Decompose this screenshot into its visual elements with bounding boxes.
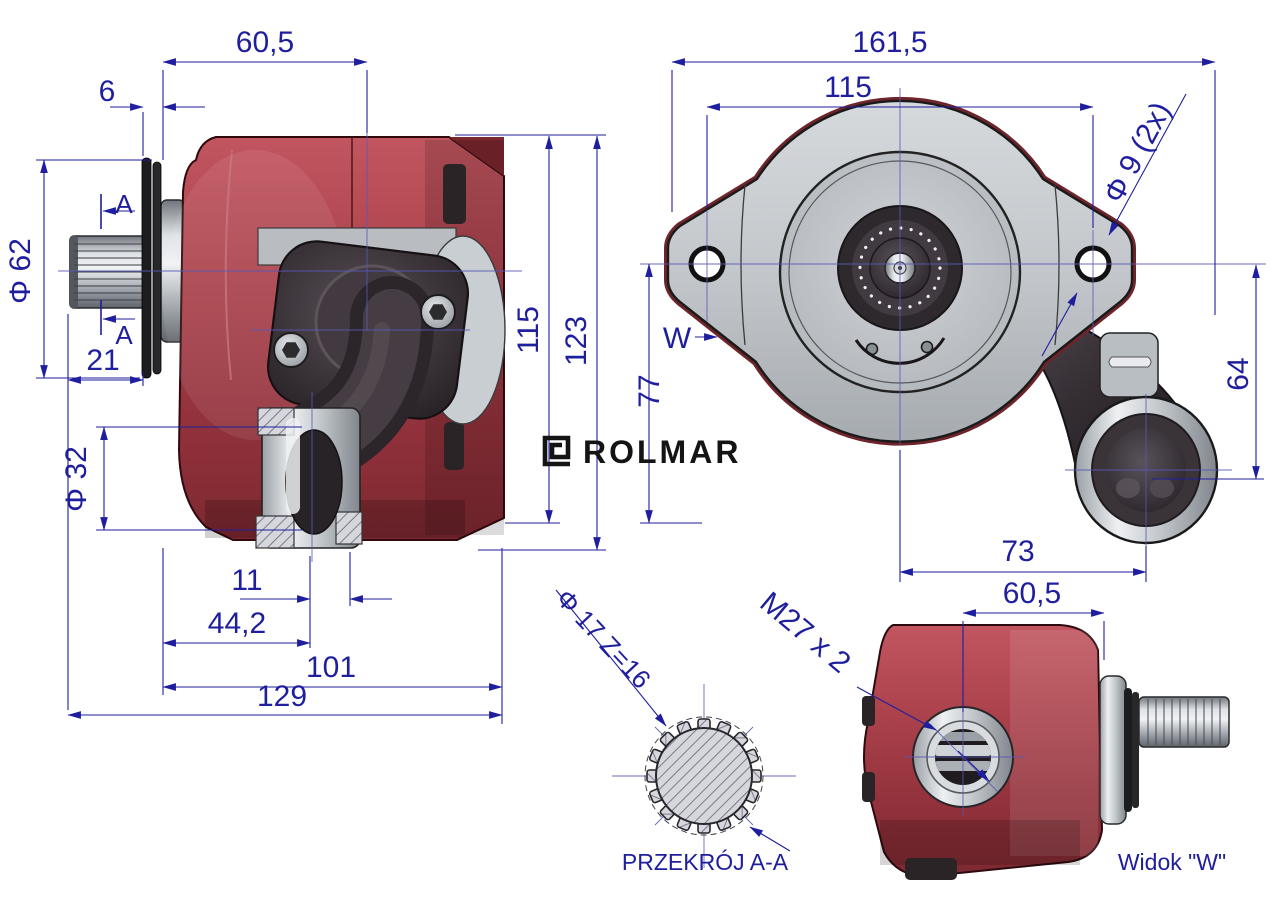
dim-64: 64 xyxy=(1222,357,1255,390)
spline-outer-circle xyxy=(644,716,764,836)
section-mark-a-top: A xyxy=(115,189,133,219)
bolt-right xyxy=(420,294,456,330)
side-dim-lines xyxy=(36,58,606,724)
dim-60-5-side: 60,5 xyxy=(236,26,294,59)
widok-dim-lines xyxy=(856,609,1105,782)
dim-6: 6 xyxy=(99,75,116,108)
dim-161-5: 161,5 xyxy=(852,26,927,59)
splined-shaft-section xyxy=(646,718,762,834)
body-tab-bottom xyxy=(444,422,464,470)
dim-phi32: Φ 32 xyxy=(60,446,93,512)
dim-phi9: Φ 9 (2x) xyxy=(1097,97,1177,209)
body-tab-top xyxy=(443,164,466,224)
dim-phi17-z16: Φ 17 Z=16 xyxy=(550,583,657,694)
section-caption: PRZEKRÓJ A-A xyxy=(622,849,789,875)
front-centerlines xyxy=(640,88,1266,548)
dim-101: 101 xyxy=(306,651,356,684)
rolmar-logo-icon xyxy=(542,435,571,467)
section-mark-a-bottom: A xyxy=(115,320,133,350)
input-shaft xyxy=(69,235,147,309)
widok-w-view: 60,5 M27 x 2 Widok "W" xyxy=(754,577,1230,880)
dim-115-front: 115 xyxy=(824,71,872,104)
rolmar-logo-text: ROLMAR xyxy=(583,434,741,470)
dim-73: 73 xyxy=(1001,535,1034,568)
dim-77: 77 xyxy=(633,374,666,407)
dim-11: 11 xyxy=(231,564,262,597)
section-a-a: Φ 17 Z=16 PRZEKRÓJ A-A xyxy=(550,583,796,875)
bottom-port xyxy=(255,407,363,549)
dim-phi62: Φ 62 xyxy=(4,238,37,304)
dim-44-2: 44,2 xyxy=(208,607,266,640)
front-view: 161,5 115 Φ 9 (2x) W 77 64 73 xyxy=(633,26,1266,582)
dim-21: 21 xyxy=(86,344,119,377)
dim-123: 123 xyxy=(560,316,593,366)
brand-logo: ROLMAR xyxy=(542,434,741,470)
dim-129: 129 xyxy=(257,680,307,713)
dim-m27x2: M27 x 2 xyxy=(754,586,857,680)
bolt-left xyxy=(273,332,309,368)
widok-caption: Widok "W" xyxy=(1118,849,1226,875)
front-dim-lines xyxy=(640,58,1264,582)
circlip-hole-right xyxy=(920,340,934,354)
dim-115-side: 115 xyxy=(512,306,545,354)
view-w-label: W xyxy=(663,322,692,355)
widok-shaft-end xyxy=(1099,675,1230,825)
side-view: 60,5 6 Φ 62 A A 21 Φ 32 11 44,2 101 129 … xyxy=(4,26,606,724)
section-leaders xyxy=(555,589,791,852)
dim-60-5-widok: 60,5 xyxy=(1003,577,1061,610)
